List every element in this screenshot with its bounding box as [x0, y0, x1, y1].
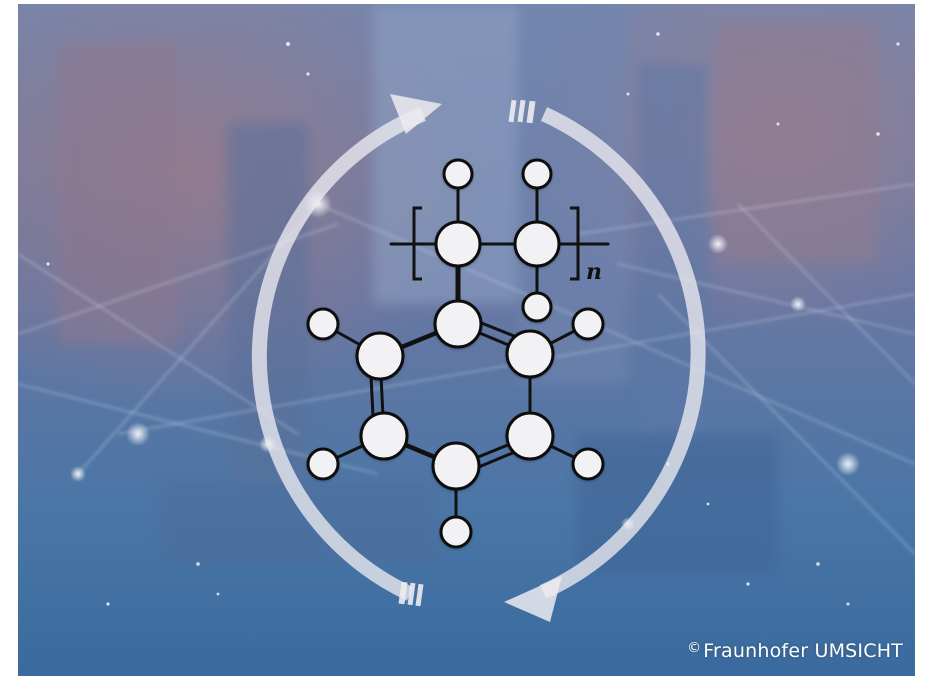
formula-subscript: n	[586, 259, 602, 285]
copyright-credit: ©Fraunhofer UMSICHT	[687, 640, 903, 662]
credit-label: Fraunhofer UMSICHT	[703, 640, 903, 662]
image-frame: n ©Fraunhofer UMSICHT	[18, 4, 915, 676]
arrow-heads	[390, 94, 562, 622]
polystyrene-molecule-icon: n	[306, 158, 610, 549]
copyright-symbol: ©	[687, 640, 702, 656]
recycling-cycle-arrow-icon	[251, 107, 706, 601]
artwork: n	[251, 94, 706, 622]
arrow-tail-marks	[398, 99, 536, 607]
